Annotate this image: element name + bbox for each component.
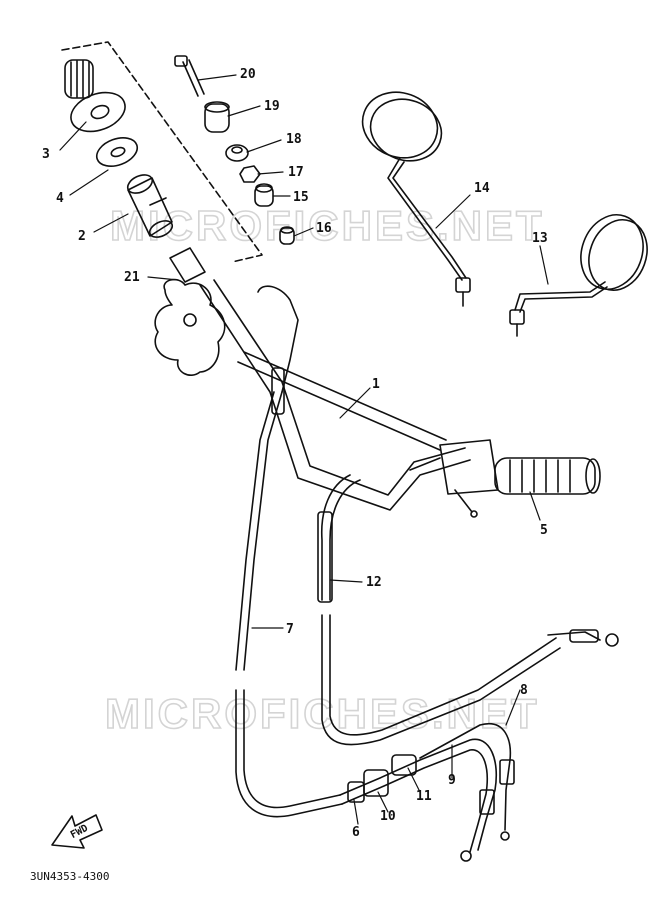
bolt-part (174, 55, 205, 97)
callout-4: 4 (56, 191, 64, 206)
callout-11: 11 (416, 789, 432, 804)
callout-20: 20 (240, 67, 256, 82)
callout-18: 18 (286, 132, 302, 147)
sleeve-part (126, 174, 174, 238)
callout-15: 15 (293, 190, 309, 205)
throttle-cables (339, 722, 515, 862)
part-code: 3UN4353-4300 (30, 870, 109, 883)
washer-part (95, 137, 139, 167)
callout-14: 14 (474, 181, 490, 196)
nut-part (239, 165, 261, 183)
left-mirror (361, 91, 471, 307)
watermark-top: MICROFICHES.NET (110, 202, 545, 249)
collar-part (225, 144, 249, 162)
callout-3: 3 (42, 147, 50, 162)
callout-6: 6 (352, 825, 360, 840)
left-switch-housing (154, 247, 226, 376)
callout-12: 12 (366, 575, 382, 590)
handlebar (199, 279, 471, 511)
clutch-cable (235, 285, 343, 818)
callout-7: 7 (286, 622, 294, 637)
weight-part (204, 101, 230, 133)
forward-direction-arrow (51, 814, 103, 849)
right-grip (409, 439, 601, 518)
right-mirror (509, 214, 648, 337)
callout-8: 8 (520, 683, 528, 698)
forward-label: FWD (69, 823, 90, 841)
callout-1: 1 (372, 377, 380, 392)
cable-12 (317, 474, 619, 746)
callout-16: 16 (316, 221, 332, 236)
callout-5: 5 (540, 523, 548, 538)
leader-lines (59, 74, 549, 825)
grip-end-part (64, 59, 126, 133)
explode-boundary (61, 41, 263, 263)
callout-13: 13 (532, 231, 548, 246)
callout-19: 19 (264, 99, 280, 114)
callout-2: 2 (78, 229, 86, 244)
callout-9: 9 (448, 773, 456, 788)
watermark-bottom: MICROFICHES.NET (105, 690, 540, 737)
callout-17: 17 (288, 165, 304, 180)
callout-21: 21 (124, 270, 140, 285)
callout-10: 10 (380, 809, 396, 824)
